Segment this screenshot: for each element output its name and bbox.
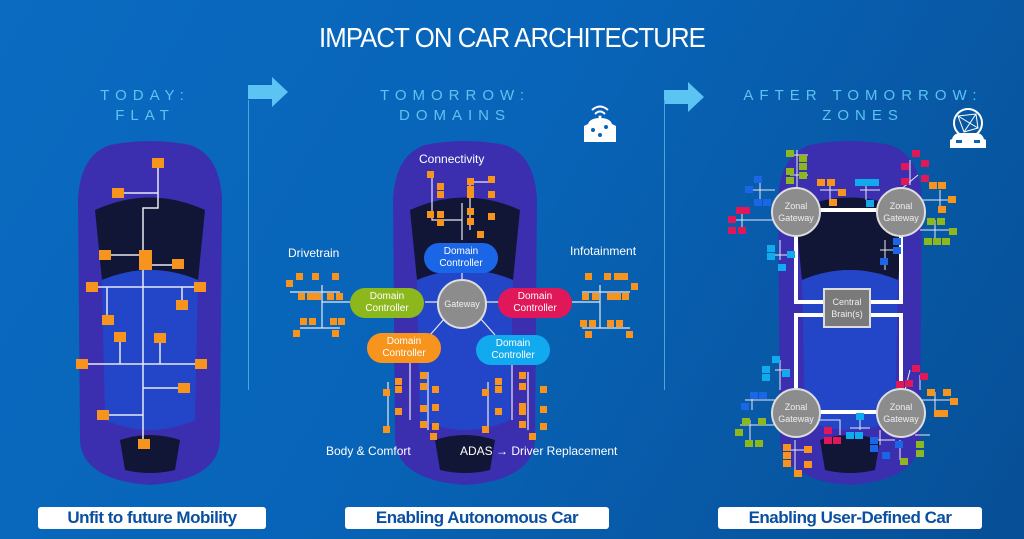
- ecu-node: [178, 383, 190, 393]
- separator-line: [664, 100, 665, 390]
- ecu-node: [172, 259, 184, 269]
- gateway-node: Gateway: [437, 279, 487, 329]
- stage-today-line1: TODAY:: [100, 87, 190, 104]
- stage-tomorrow-line2: DOMAINS: [398, 107, 511, 124]
- ecu-node: [195, 359, 207, 369]
- right-arrow-icon: [248, 77, 288, 107]
- stage-after-tomorrow-heading: AFTER TOMORROW: ZONES: [718, 86, 1008, 126]
- connected-car-icon: [584, 105, 616, 142]
- ecu-nodes: [76, 158, 207, 449]
- stage-tomorrow-heading: TOMORROW: DOMAINS: [350, 86, 560, 126]
- ecu-node: [154, 333, 166, 343]
- label-body-comfort: Body & Comfort: [326, 444, 411, 458]
- ecu-node: [138, 439, 150, 449]
- ecu-node: [114, 332, 126, 342]
- label-adas: ADAS → Driver Replacement: [460, 444, 618, 458]
- ecu-node: [194, 282, 206, 292]
- ecu-node: [86, 282, 98, 292]
- ecu-node: [139, 250, 152, 270]
- car-network-globe-icon: [950, 108, 986, 148]
- domain-ecu-nodes: [286, 171, 638, 440]
- ecu-node: [176, 300, 188, 310]
- stage-after-line2: ZONES: [822, 107, 904, 124]
- ecu-node: [102, 315, 114, 325]
- separator-line: [248, 100, 249, 390]
- stage-today-line2: FLAT: [115, 107, 175, 124]
- label-infotainment: Infotainment: [570, 244, 637, 258]
- ecu-node: [99, 250, 111, 260]
- car-today: [78, 141, 222, 485]
- tagline-tomorrow: Enabling Autonomous Car: [345, 507, 609, 529]
- zone-ecu-nodes: [728, 150, 958, 477]
- ecu-node: [112, 188, 124, 198]
- stage-today-heading: TODAY: FLAT: [60, 86, 230, 126]
- stage-tomorrow-line1: TOMORROW:: [379, 87, 531, 104]
- label-connectivity: Connectivity: [419, 152, 485, 166]
- tagline-after-tomorrow: Enabling User-Defined Car: [718, 507, 982, 529]
- ecu-node: [76, 359, 88, 369]
- page-title: IMPACT ON CAR ARCHITECTURE: [319, 22, 706, 53]
- tagline-today: Unfit to future Mobility: [38, 507, 266, 529]
- right-arrow-icon: [664, 82, 704, 112]
- stage-after-line1: AFTER TOMORROW:: [743, 87, 983, 104]
- ecu-node: [97, 410, 109, 420]
- ecu-node: [152, 158, 164, 168]
- label-drivetrain: Drivetrain: [288, 246, 340, 260]
